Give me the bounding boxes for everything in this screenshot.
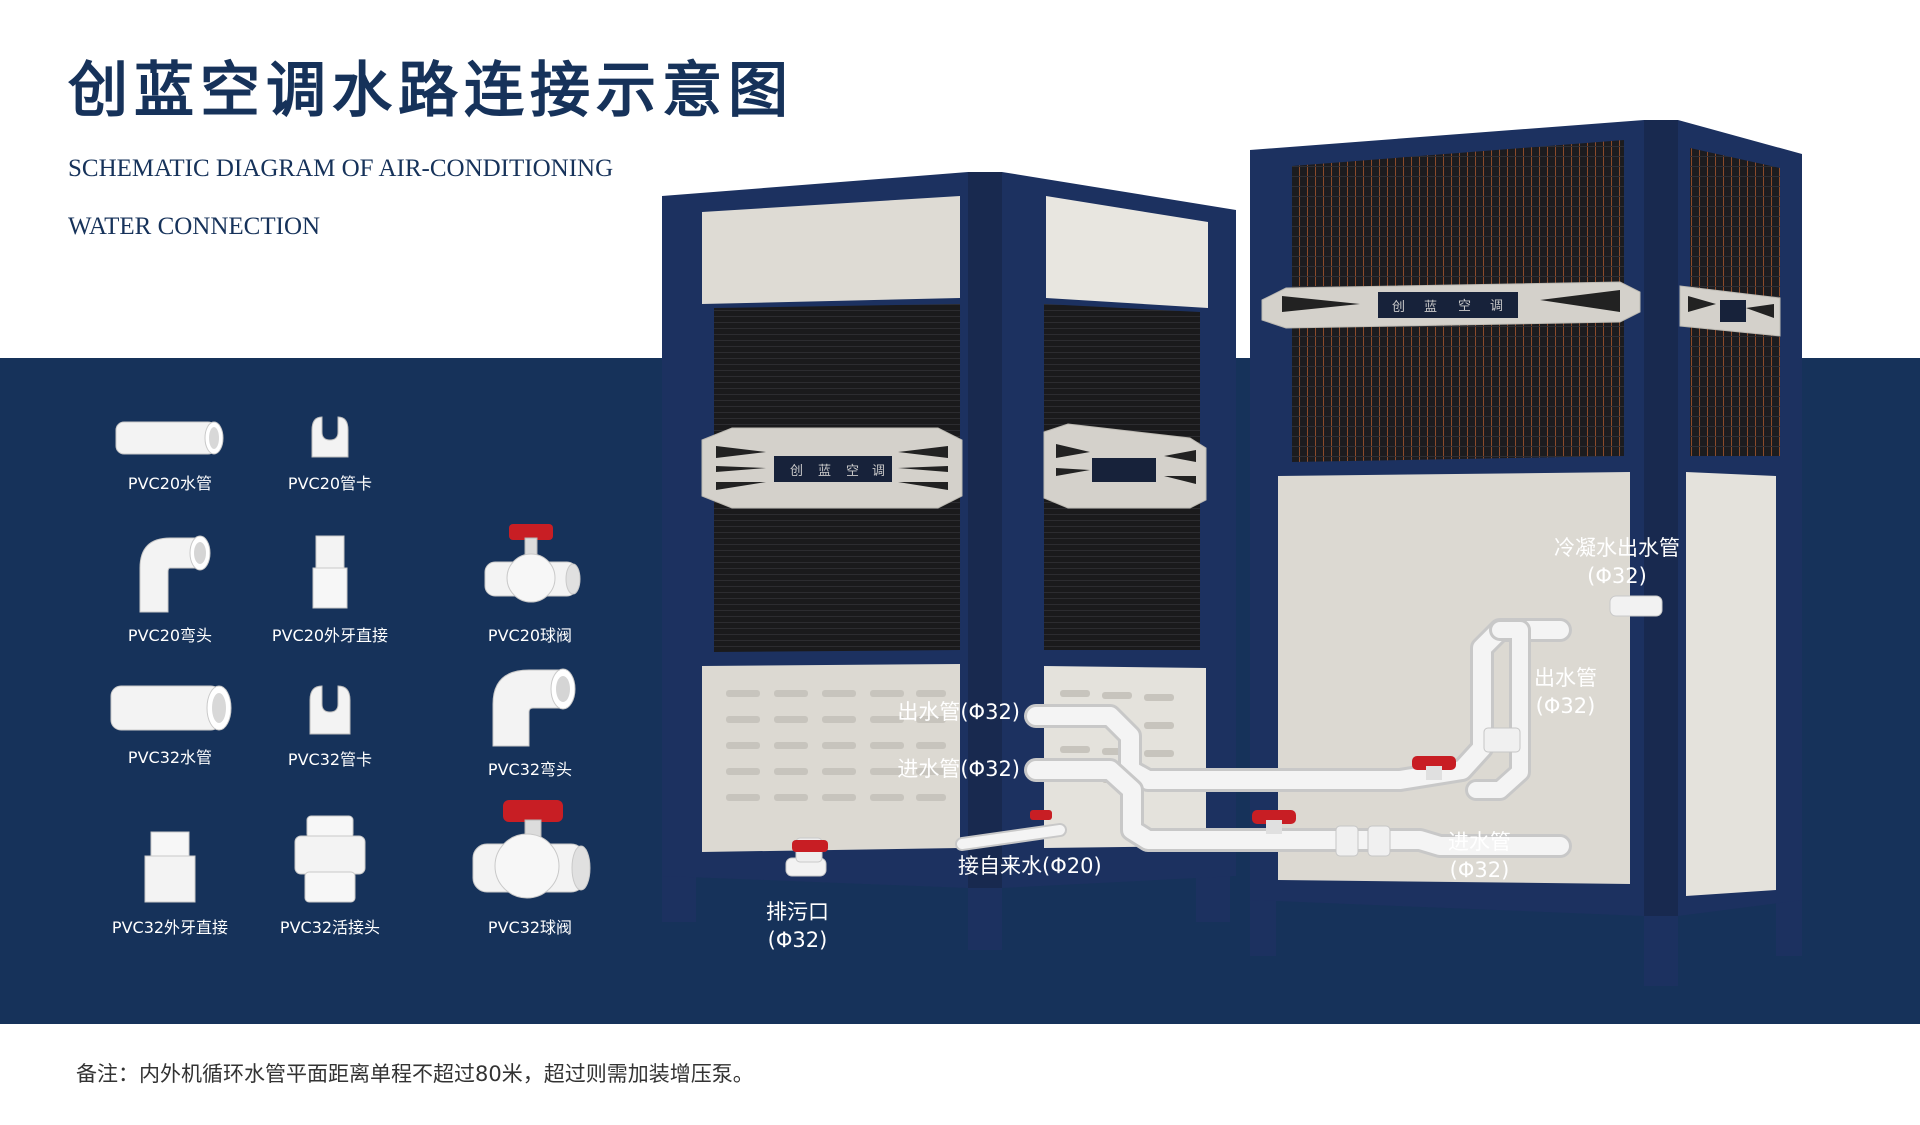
callout-outdoor-inlet: 进水管 (Φ32) (1448, 828, 1511, 884)
fitting-pvc20-clip: PVC20管卡 (240, 412, 420, 494)
callout-outdoor-inlet-line-1: 进水管 (1448, 830, 1511, 854)
pipe-clip-20-icon (311, 416, 349, 458)
fitting-label: PVC20外牙直接 (271, 626, 389, 645)
brand-char: 创 (1392, 300, 1405, 315)
callout-drain-line-2: (Φ32) (767, 928, 828, 952)
indoor-brand-grille-front: 创 蓝 空 调 (701, 427, 963, 509)
callout-drain-line-1: 排污口 (766, 900, 829, 924)
callout-outdoor-inlet-line-2: (Φ32) (1449, 858, 1510, 882)
pipe-20-icon (115, 421, 224, 455)
fitting-pvc20-male-adapter: PVC20外牙直接 (240, 528, 420, 646)
fitting-label: PVC32水管 (127, 748, 213, 767)
fitting-pvc20-elbow: PVC20弯头 (80, 528, 260, 646)
page-title: 创蓝空调水路连接示意图 (68, 56, 794, 126)
fitting-pvc32-male-adapter: PVC32外牙直接 (80, 826, 260, 938)
union-fitting (1367, 825, 1391, 857)
union-fitting (1335, 825, 1359, 857)
callout-outdoor-outlet-line-1: 出水管 (1534, 666, 1597, 690)
elbow-32-icon (492, 668, 576, 747)
fitting-label: PVC20水管 (127, 474, 213, 493)
ball-valve-20-icon (484, 524, 581, 603)
callout-condensate: 冷凝水出水管 (Φ32) (1554, 534, 1680, 590)
callout-tap-water: 接自来水(Φ20) (958, 854, 1102, 878)
water-pipes (955, 618, 1572, 858)
brand-char: 蓝 (818, 464, 831, 479)
loop-valve-upper (1412, 756, 1456, 780)
drain-valve (785, 837, 828, 877)
brand-char: 创 (790, 464, 803, 479)
brand-char: 调 (1490, 299, 1503, 314)
fitting-pvc32-clip: PVC32管卡 (240, 682, 420, 770)
fitting-label: PVC20管卡 (287, 474, 373, 493)
tap-water-valve (1030, 810, 1052, 820)
brand-char: 调 (872, 464, 885, 479)
fitting-label: PVC32弯头 (487, 760, 573, 779)
outdoor-brand-bar-side (1679, 285, 1781, 337)
brand-char: 空 (846, 464, 859, 479)
fitting-pvc32-pipe: PVC32水管 (80, 680, 260, 768)
fitting-pvc32-union: PVC32活接头 (240, 812, 420, 938)
outdoor-unit: 创 蓝 空 调 (1250, 120, 1802, 986)
fitting-pvc32-ball-valve: PVC32球阀 (440, 798, 620, 938)
brand-char: 蓝 (1424, 300, 1437, 315)
callout-indoor-inlet: 进水管(Φ32) (897, 757, 1020, 781)
fitting-label: PVC20球阀 (487, 626, 573, 645)
brand-char: 空 (1458, 299, 1471, 314)
elbow-20-icon (139, 535, 211, 613)
pipe-32-icon (110, 685, 232, 731)
page-subtitle: SCHEMATIC DIAGRAM OF AIR-CONDITIONING WA… (68, 140, 688, 256)
pipe-clip-32-icon (309, 685, 351, 735)
fitting-label: PVC20弯头 (127, 626, 213, 645)
callout-outdoor-outlet-line-2: (Φ32) (1535, 694, 1596, 718)
subtitle-line-2: WATER CONNECTION (68, 213, 321, 240)
fitting-label: PVC32活接头 (279, 918, 381, 937)
fitting-pvc20-pipe: PVC20水管 (80, 412, 260, 494)
condensate-outlet (1609, 595, 1663, 617)
union-fitting (1483, 727, 1521, 753)
footnote: 备注：内外机循环水管平面距离单程不超过80米，超过则需加装增压泵。 (76, 1062, 754, 1086)
union-32-icon (294, 815, 366, 903)
fitting-label: PVC32管卡 (287, 750, 373, 769)
fitting-pvc20-ball-valve: PVC20球阀 (440, 520, 620, 646)
callout-outdoor-outlet: 出水管 (Φ32) (1534, 664, 1597, 720)
callout-drain: 排污口 (Φ32) (766, 898, 829, 954)
callout-condensate-line-1: 冷凝水出水管 (1554, 536, 1680, 560)
fitting-label: PVC32外牙直接 (111, 918, 229, 937)
male-adapter-20-icon (312, 535, 348, 609)
male-adapter-32-icon (144, 831, 196, 903)
ball-valve-32-icon (472, 800, 591, 899)
callout-condensate-line-2: (Φ32) (1587, 564, 1647, 588)
callout-indoor-outlet: 出水管(Φ32) (897, 700, 1020, 724)
subtitle-line-1: SCHEMATIC DIAGRAM OF AIR-CONDITIONING (68, 155, 614, 182)
indoor-brand-grille-side (1043, 423, 1207, 509)
loop-valve-lower (1252, 810, 1296, 834)
fitting-pvc32-elbow: PVC32弯头 (440, 662, 620, 780)
fitting-label: PVC32球阀 (487, 918, 573, 937)
outdoor-brand-bar-front: 创 蓝 空 调 (1261, 281, 1641, 329)
